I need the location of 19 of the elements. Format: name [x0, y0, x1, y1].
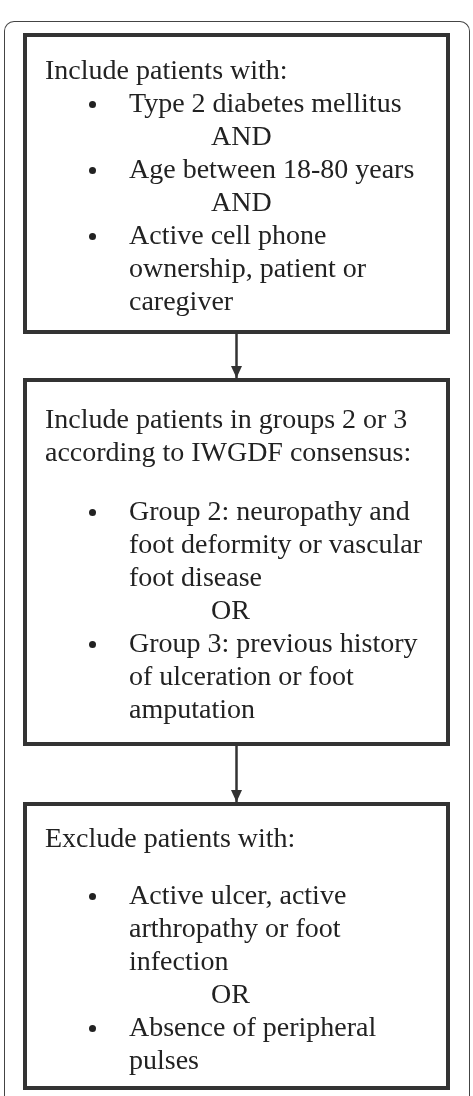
criterion-text: Active ulcer, active arthropathy or foot infection: [129, 878, 348, 977]
criteria-box: [23, 378, 450, 746]
logic-operator: OR: [211, 593, 250, 626]
logic-operator: AND: [211, 185, 272, 218]
criterion-text: Age between 18-80 years: [129, 152, 415, 185]
criterion-text: Group 2: neuropathy and foot deformity or vascular foot disease: [129, 494, 424, 593]
arrow: [231, 334, 242, 378]
heading-text: Exclude patients with:: [45, 821, 296, 854]
criterion-text: Active cell phone ownership, patient or caregiver: [129, 218, 368, 317]
logic-operator: AND: [211, 119, 272, 152]
heading-text: Include patients with:: [45, 53, 288, 86]
heading-text: Include patients in groups 2 or 3 according to IWGDF consensus:: [45, 402, 413, 468]
logic-operator: OR: [211, 977, 250, 1010]
arrow: [231, 746, 242, 802]
criterion-text: Absence of peripheral pulses: [129, 1010, 378, 1076]
criterion-text: Group 3: previous history of ulceration or foot amputation: [129, 626, 419, 725]
criterion-text: Type 2 diabetes mellitus: [129, 86, 402, 119]
criteria-box: [23, 33, 450, 334]
criteria-box: [23, 802, 450, 1090]
